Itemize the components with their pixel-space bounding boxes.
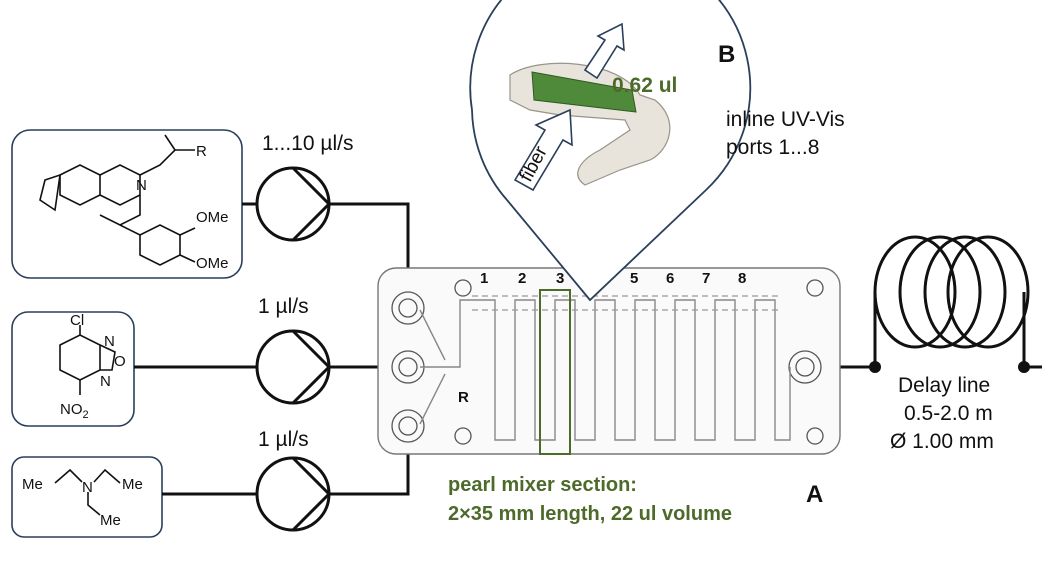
molecule-box-middle: Cl N O N NO2 — [11, 311, 135, 427]
mol-o-label: O — [114, 353, 126, 370]
port-label-3: 3 — [556, 270, 564, 287]
pump-3-rate: 1 µl/s — [258, 428, 309, 451]
mol-me1-label: Me — [22, 476, 43, 493]
port-label-6: 6 — [666, 270, 674, 287]
pump-2[interactable] — [255, 329, 332, 405]
delay-line-title: Delay line — [898, 374, 990, 397]
port-label-8: 8 — [738, 270, 746, 287]
inset-caption-line2: ports 1...8 — [726, 136, 819, 159]
pump-2-rate: 1 µl/s — [258, 295, 309, 318]
mol-r-label: R — [196, 143, 207, 160]
mol-no2-label: NO2 — [60, 401, 89, 421]
delay-line-coil — [873, 235, 1042, 369]
mixer-caption-line2: 2×35 mm length, 22 ul volume — [448, 503, 732, 525]
uv-cell-channel — [531, 71, 637, 113]
pump-1-rate: 1...10 µl/s — [262, 132, 353, 155]
mol-n2-label: N — [100, 373, 111, 390]
pump-1[interactable] — [255, 166, 332, 242]
port-3-highlight-box[interactable] — [539, 289, 571, 455]
port-label-2: 2 — [518, 270, 526, 287]
delay-line-length: 0.5-2.0 m — [904, 402, 993, 425]
pump-3[interactable] — [255, 456, 332, 532]
mol-n1-label: N — [104, 333, 115, 350]
delay-line-diameter: Ø 1.00 mm — [890, 430, 994, 453]
inset-caption-line1: inline UV-Vis — [726, 108, 845, 131]
fiber-arrow — [513, 108, 573, 192]
pearl-mixer-channels — [480, 299, 791, 441]
coil-inlet-dot — [869, 361, 881, 373]
inset-label-b: B — [718, 41, 735, 68]
mol-ome1-label: OMe — [196, 209, 229, 226]
chip-label-a: A — [806, 481, 823, 508]
microreactor-chip: 1 2 3 4 5 6 7 8 R — [377, 267, 841, 455]
port-label-1: 1 — [480, 270, 488, 287]
chip-inlet-ports — [391, 279, 824, 445]
coil-outlet-dot — [1018, 361, 1030, 373]
mixer-caption-line1: pearl mixer section: — [448, 474, 637, 496]
mol-ome2-label: OMe — [196, 255, 229, 272]
mol-n-label: N — [136, 177, 147, 194]
mol-me2-label: Me — [122, 476, 143, 493]
mol-n-bottom-label: N — [82, 479, 93, 496]
port-label-5: 5 — [630, 270, 638, 287]
mol-cl-label: Cl — [70, 312, 84, 329]
reactor-r-label: R — [458, 389, 469, 406]
mol-me3-label: Me — [100, 512, 121, 529]
molecule-box-top: N R OMe OMe — [11, 129, 243, 279]
inset-magnifier: fiber 0.62 ul — [469, 0, 752, 302]
molecule-box-bottom: Me N Me Me — [11, 456, 163, 538]
port-label-7: 7 — [702, 270, 710, 287]
light-out-arrow — [583, 22, 625, 80]
inset-volume-label: 0.62 ul — [612, 74, 677, 97]
